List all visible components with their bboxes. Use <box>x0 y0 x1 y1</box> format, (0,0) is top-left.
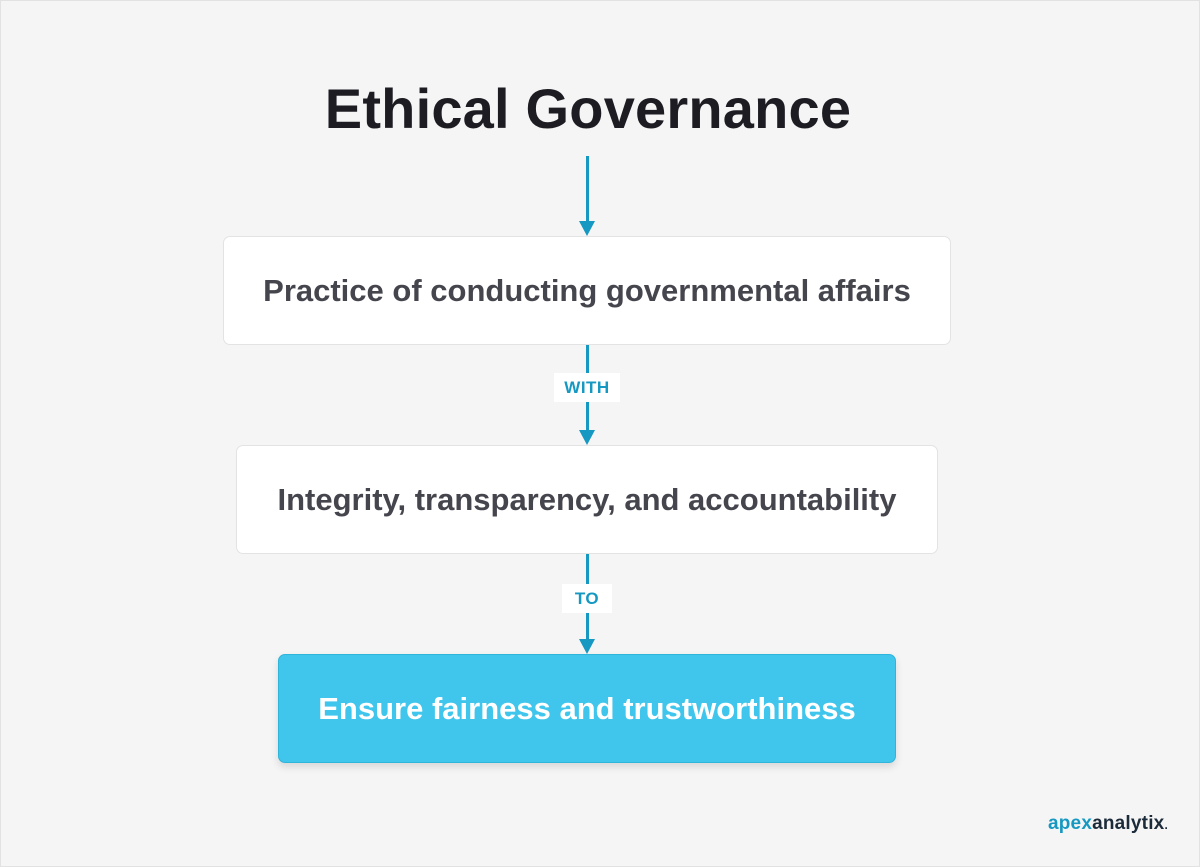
node-values: Integrity, transparency, and accountabil… <box>236 445 938 554</box>
connector-line-title <box>586 156 589 222</box>
node-practice: Practice of conducting governmental affa… <box>223 236 951 345</box>
arrow-down-icon <box>579 221 595 236</box>
arrow-down-icon <box>579 430 595 445</box>
node-goal: Ensure fairness and trustworthiness <box>278 654 896 763</box>
connector-label-to: TO <box>562 584 612 613</box>
connector-label-with: WITH <box>554 373 620 402</box>
logo-suffix: . <box>1164 818 1168 832</box>
logo-part-analytix: analytix <box>1092 813 1165 834</box>
page-title: Ethical Governance <box>324 77 852 140</box>
brand-logo: apexanalytix. <box>1048 813 1168 835</box>
logo-part-apex: apex <box>1047 813 1093 834</box>
arrow-down-icon <box>579 639 595 654</box>
